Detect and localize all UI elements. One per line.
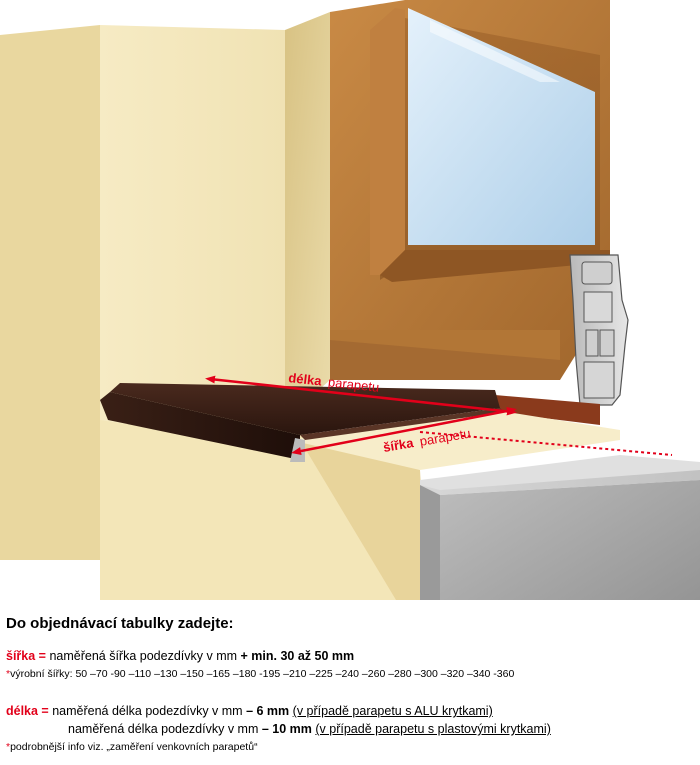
sill-underlay [495, 395, 600, 425]
window-profile [569, 254, 629, 406]
windowsill-diagram: délka parapetu šířka parapetu [0, 0, 700, 600]
stone-block-top [420, 470, 700, 495]
delka-line2-note: (v případě parapetu s plastovými krytkam… [315, 722, 551, 736]
sirka-term: šířka = [6, 649, 46, 663]
window-bevel [370, 8, 405, 275]
window-bottom-bevel [380, 250, 610, 282]
wall-side-below [300, 440, 428, 600]
window-glass [408, 8, 595, 245]
delka-arrow [205, 375, 517, 416]
footnote-star: * [6, 741, 11, 753]
sirka-label-bold: šířka [382, 435, 415, 455]
stone-block-front [420, 485, 440, 600]
glass-reflection [430, 20, 560, 82]
sizes-text: výrobní šířky: 50 –70 -90 –110 –130 –150… [10, 668, 515, 680]
sirka-line: šířka = naměřená šířka podezdívky v mm +… [6, 649, 354, 663]
stone-block-face [440, 480, 700, 600]
delka-label-bold: délka [288, 370, 323, 389]
delka-line2-text: naměřená délka podezdívky v mm [68, 722, 262, 736]
sill-front [100, 392, 300, 460]
delka-label-rest: parapetu [327, 374, 380, 394]
delka-line1-note: (v případě parapetu s ALU krytkami) [292, 704, 493, 718]
delka-term: délka = [6, 704, 49, 718]
footnote-text: podrobnější info viz. „zaměření venkovní… [10, 741, 258, 753]
delka-line1-text: naměřená délka podezdívky v mm [48, 704, 247, 718]
window-sill-rail-shadow [330, 340, 560, 380]
footnote-line: *podrobnější info viz. „zaměření venkovn… [6, 741, 258, 753]
instructions-heading: Do objednávací tabulky zadejte: [6, 615, 234, 632]
wall-reveal [285, 12, 330, 420]
wall-left-face [0, 25, 100, 560]
delka-line1-bold: – 6 mm [246, 704, 290, 718]
sirka-bold: + min. 30 až 50 mm [240, 649, 355, 663]
delka-label: délka parapetu [288, 370, 380, 395]
sizes-star: * [6, 668, 11, 680]
delka-line-2: naměřená délka podezdívky v mm – 10 mm (… [68, 722, 551, 736]
delka-line2-bold: – 10 mm [261, 722, 312, 736]
delka-line-1: délka = naměřená délka podezdívky v mm –… [6, 704, 493, 718]
stone-block-top2 [420, 455, 700, 490]
sirka-text: naměřená šířka podezdívky v mm [45, 649, 241, 663]
sirka-arrow [291, 407, 517, 455]
sizes-line: *výrobní šířky: 50 –70 -90 –110 –130 –15… [6, 668, 514, 680]
